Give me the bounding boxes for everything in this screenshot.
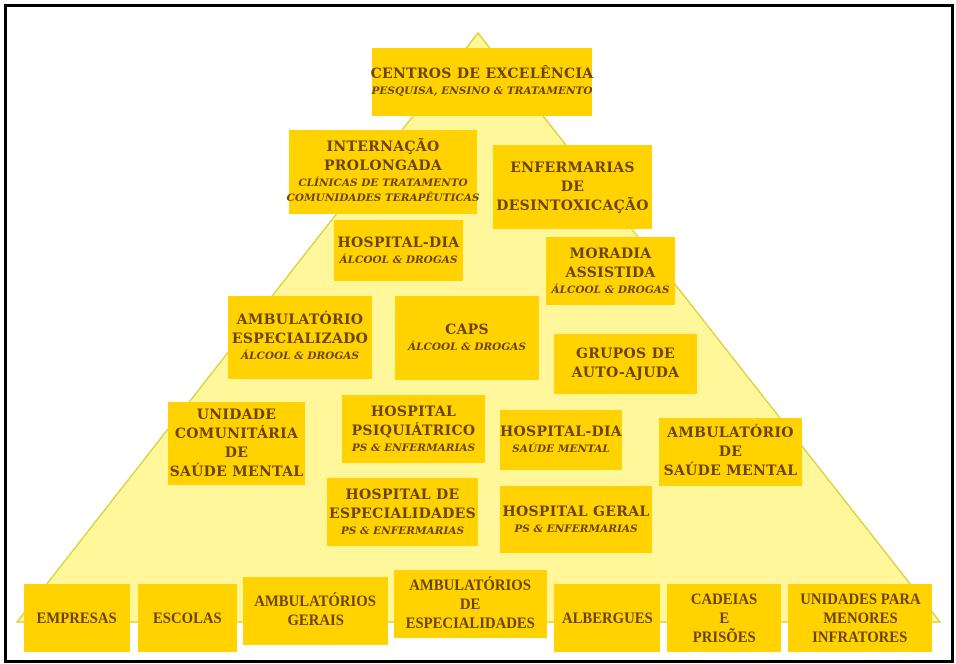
box-subtitle-line: COMUNIDADES TERAPÊUTICAS: [286, 192, 480, 204]
box-hospital-dia-alcool-drogas: HOSPITAL-DIA ÁLCOOL & DROGAS: [334, 220, 463, 281]
box-title-line: ENFERMARIAS: [510, 159, 635, 176]
box-albergues: ALBERGUES: [554, 584, 660, 652]
box-empresas: EMPRESAS: [24, 584, 130, 652]
box-title-line: AUTO-AJUDA: [571, 365, 680, 381]
box-hospital-de-especialidades: HOSPITAL DE ESPECIALIDADES PS & ENFERMARIA…: [327, 478, 478, 546]
box-ambulatorios-gerais: AMBULATÓRIOS GERAIS: [243, 577, 388, 645]
box-subtitle-line: PS & ENFERMARIAS: [340, 524, 465, 537]
box-title-line: HOSPITAL DE: [345, 486, 460, 503]
box-title-line: PROLONGADA: [323, 158, 442, 174]
box-title-line: ALBERGUES: [561, 609, 653, 627]
box-title-line: UNIDADES PARA: [799, 590, 921, 608]
box-title-line: ESPECIALIZADO: [231, 331, 369, 347]
box-title-line: INFRATORES: [812, 628, 908, 646]
box-title-line: DESINTOXICAÇÃO: [496, 197, 649, 214]
box-title-line: DE: [718, 443, 743, 460]
box-title-line: ESPECIALIDADES: [328, 505, 477, 522]
box-subtitle-line: PS & ENFERMARIAS: [351, 441, 476, 454]
box-subtitle-line: ÁLCOOL & DROGAS: [339, 253, 458, 266]
box-grupos-de-auto-ajuda: GRUPOS DE AUTO-AJUDA: [554, 334, 697, 394]
box-title-line: GERAIS: [287, 612, 344, 629]
box-title-line: SAÚDE MENTAL: [663, 462, 798, 479]
box-title-line: HOSPITAL: [370, 403, 457, 420]
box-title-line: CENTROS DE EXCELÊNCIA: [370, 66, 594, 82]
box-title-line: EMPRESAS: [36, 609, 118, 627]
box-title-line: ESCOLAS: [153, 609, 222, 627]
box-hospital-geral: HOSPITAL GERAL PS & ENFERMARIAS: [500, 486, 652, 553]
box-title-line: MENORES: [822, 609, 898, 627]
box-title-line: HOSPITAL-DIA: [337, 234, 460, 251]
box-title-line: PRISÕES: [692, 628, 756, 646]
box-moradia-assistida: MORADIA ASSISTIDA ÁLCOOL & DROGAS: [546, 237, 675, 305]
box-ambulatorio-especializado: AMBULATÓRIO ESPECIALIZADO ÁLCOOL & DROGAS: [228, 296, 372, 379]
box-title-line: CAPS: [445, 322, 489, 338]
box-title-line: AMBULATÓRIO: [667, 424, 794, 441]
box-hospital-psiquiatrico: HOSPITAL PSIQUIÁTRICO PS & ENFERMARIAS: [342, 395, 485, 463]
box-ambulatorio-saude-mental: AMBULATÓRIO DE SAÚDE MENTAL: [659, 418, 802, 486]
box-title-line: INTERNAÇÃO: [326, 139, 440, 155]
box-title-line: HOSPITAL-DIA: [500, 424, 622, 440]
box-title-line: DE: [560, 178, 585, 195]
box-hospital-dia-saude-mental: HOSPITAL-DIA SAÚDE MENTAL: [500, 410, 622, 470]
box-caps: CAPS ÁLCOOL & DROGAS: [395, 296, 539, 380]
box-title-line: AMBULATÓRIOS: [409, 576, 532, 594]
box-title-line: HOSPITAL GERAL: [502, 503, 650, 520]
box-subtitle-line: SAÚDE MENTAL: [512, 443, 610, 455]
box-title-line: DE: [460, 595, 481, 613]
box-title-line: DE: [224, 444, 249, 461]
box-subtitle-line: ÁLCOOL & DROGAS: [551, 283, 670, 296]
box-unidade-comunitaria-saude-mental: UNIDADE COMUNITÁRIA DE SAÚDE MENTAL: [168, 402, 305, 485]
box-subtitle-line: PESQUISA, ENSINO & TRATAMENTO: [371, 85, 593, 97]
box-escolas: ESCOLAS: [138, 584, 237, 652]
box-title-line: ASSISTIDA: [565, 264, 656, 281]
box-title-line: AMBULATÓRIOS: [254, 593, 377, 610]
box-title-line: SAÚDE MENTAL: [169, 463, 304, 480]
box-centros-de-excelencia: CENTROS DE EXCELÊNCIA PESQUISA, ENSINO & …: [370, 48, 594, 116]
box-title-line: AMBULATÓRIO: [236, 312, 364, 328]
box-title-line: CADEIAS: [690, 590, 758, 608]
box-subtitle-line: CLÍNICAS DE TRATAMENTO: [298, 177, 468, 189]
box-enfermarias-de-desintoxicacao: ENFERMARIAS DE DESINTOXICAÇÃO: [493, 145, 652, 229]
box-subtitle-line: ÁLCOOL & DROGAS: [407, 341, 527, 353]
box-subtitle-line: ÁLCOOL & DROGAS: [240, 350, 360, 362]
box-internacao-prolongada: INTERNAÇÃO PROLONGADA CLÍNICAS DE TRATAMEN…: [286, 130, 480, 214]
box-title-line: PSIQUIÁTRICO: [351, 422, 476, 439]
box-title-line: MORADIA: [569, 245, 652, 262]
box-title-line: COMUNITÁRIA: [174, 425, 299, 442]
box-title-line: E: [719, 609, 729, 627]
box-title-line: UNIDADE: [196, 406, 277, 423]
box-title-line: GRUPOS DE: [575, 346, 676, 362]
box-title-line: ESPECIALIDADES: [405, 614, 536, 632]
box-subtitle-line: PS & ENFERMARIAS: [514, 522, 638, 535]
